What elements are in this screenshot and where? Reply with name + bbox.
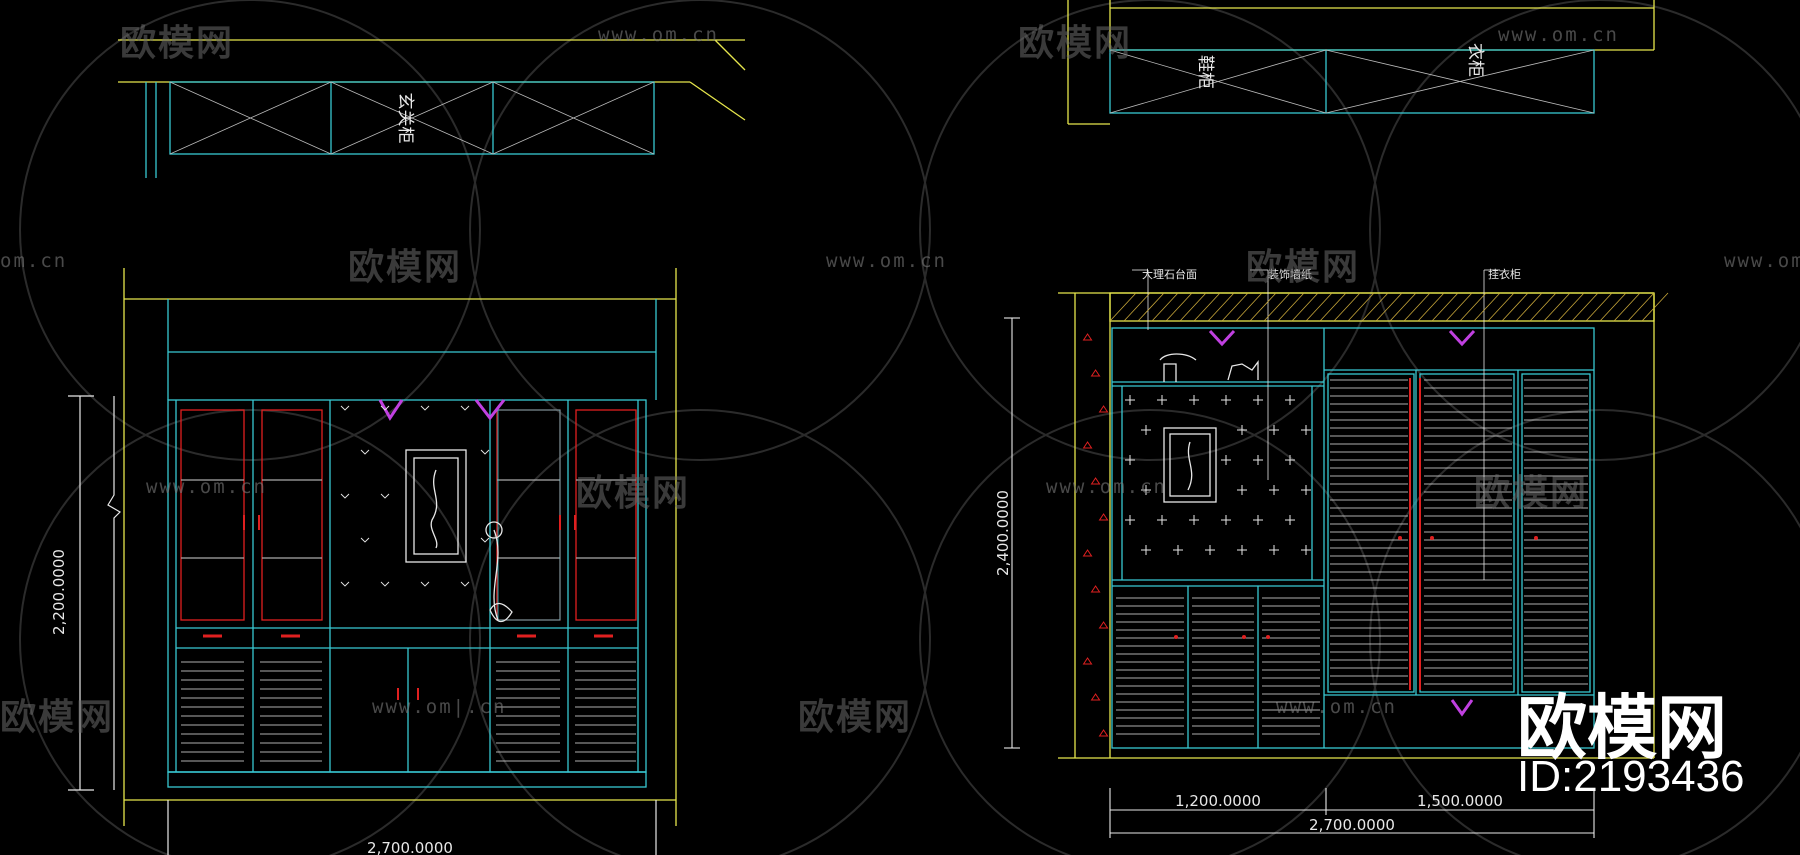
right-dimensions [1004, 317, 1595, 838]
right-wall-marks [1082, 333, 1109, 737]
watermark-url: www.om.cn [1276, 696, 1397, 718]
right-dim-width-2: 1,500.0000 [1417, 792, 1503, 810]
right-plus-pattern [1125, 395, 1311, 555]
left-louvers [181, 661, 636, 762]
right-elevation [1058, 269, 1655, 759]
watermark-url: www.om.cn [598, 24, 719, 46]
left-plan-label: 玄关柜 [395, 93, 415, 144]
watermark-arcs [19, 0, 1800, 855]
corner-model-id: ID:2193436 [1517, 752, 1745, 801]
left-dim-height: 2,200.0000 [50, 549, 68, 635]
watermark-brand: 欧模网 [798, 697, 913, 738]
right-dim-height: 2,400.0000 [994, 490, 1012, 576]
watermark-url: www.om.cn [1498, 24, 1619, 46]
right-handles [1174, 536, 1538, 639]
annot-marble-top: 大理石台面 [1142, 267, 1197, 281]
watermark-brand: 欧模网 [348, 247, 463, 288]
watermark-brand: 欧模网 [1474, 473, 1589, 514]
left-elevation [123, 268, 677, 826]
right-dim-total: 2,700.0000 [1309, 816, 1395, 834]
watermark-brand: 欧模网 [576, 473, 691, 514]
annot-wallpaper: 装饰墙纸 [1268, 267, 1312, 281]
left-dim-width: 2,700.0000 [367, 839, 453, 855]
watermark-brand: 欧模网 [1246, 247, 1361, 288]
right-hatch [1109, 292, 1669, 322]
left-dimensions [68, 395, 657, 855]
watermark-url-partial: om.cn [0, 250, 68, 272]
right-dim-width-1: 1,200.0000 [1175, 792, 1261, 810]
watermark-brand: 欧模网 [1018, 23, 1133, 64]
watermark-brand: 欧模网 [0, 697, 115, 738]
watermark-url: www.om.cn [826, 250, 947, 272]
watermark-url-partial: www.om|.cn [372, 696, 507, 718]
watermark-url: www.om.cn [146, 476, 267, 498]
annot-hanging-closet: 挂衣柜 [1488, 267, 1521, 281]
left-plan-view [118, 39, 746, 178]
left-arrow-pattern [340, 405, 490, 587]
watermark-brand: 欧模网 [120, 23, 235, 64]
watermark-url: www.om.cn [1046, 476, 1167, 498]
right-plan-label-shoe: 鞋柜 [1195, 55, 1215, 89]
right-plan-view [1067, 0, 1655, 125]
corner-brand-logo: 欧模网 [1517, 687, 1727, 769]
watermark-url: www.om.cn [1724, 250, 1800, 272]
right-louvers [1116, 379, 1588, 735]
right-plan-label-wardrobe: 衣柜 [1465, 43, 1485, 77]
